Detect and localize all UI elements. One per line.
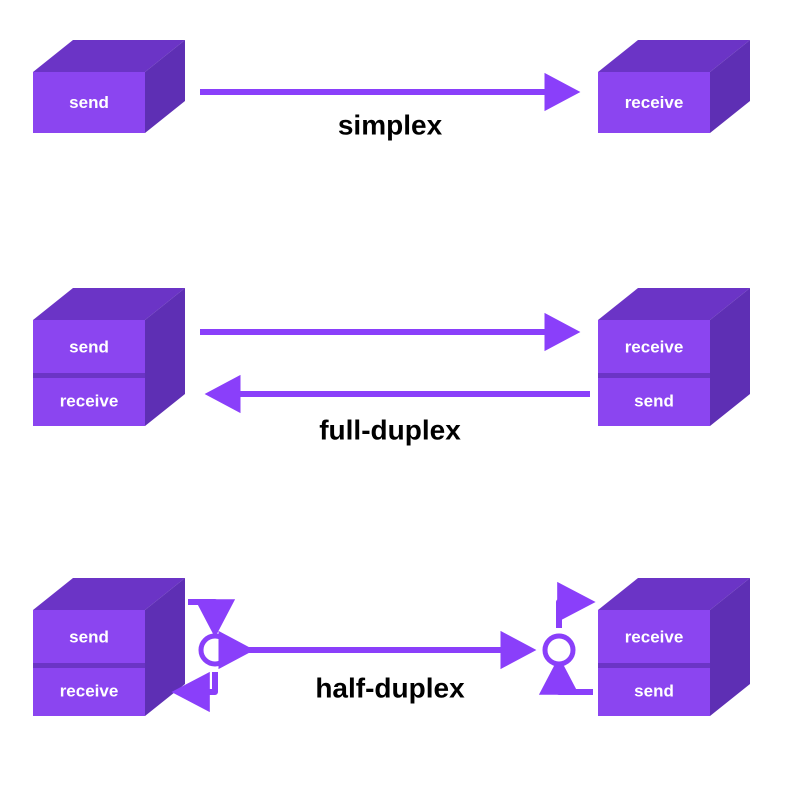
box-top-face [598, 40, 750, 72]
box-face-label-lower: receive [60, 391, 119, 410]
box-face-label-upper: send [69, 627, 109, 646]
halfduplex-left-switch[interactable] [171, 599, 236, 713]
box-front-face-lower [598, 378, 710, 426]
switch-circle-node[interactable] [198, 633, 232, 667]
box-face-label-upper: receive [625, 337, 684, 356]
section-label-half-duplex: half-duplex [315, 672, 465, 703]
box-top-face [598, 288, 750, 320]
box-face-label-upper: send [69, 337, 109, 356]
box-face-label-upper: receive [625, 627, 684, 646]
simplex-left-node[interactable]: send [33, 40, 185, 133]
switch-path-from-send [556, 672, 593, 695]
box-divider [33, 663, 145, 668]
box-face-label: send [69, 93, 109, 112]
box-front-face-lower [598, 668, 710, 716]
box-side-face [145, 288, 185, 426]
box-side-face [710, 578, 750, 716]
switch-path-from-send [188, 599, 236, 638]
box-face-label-lower: receive [60, 681, 119, 700]
box-divider [33, 373, 145, 378]
fullduplex-right-node[interactable]: receive send [598, 288, 750, 426]
halfduplex-right-node[interactable]: receive send [598, 578, 750, 716]
section-label-full-duplex: full-duplex [319, 414, 461, 445]
box-top-face [598, 578, 750, 610]
box-front-face [33, 72, 145, 133]
box-side-face [710, 288, 750, 426]
box-face-label-lower: send [634, 391, 674, 410]
section-half-duplex: send receive receive send hal [33, 578, 750, 716]
box-front-face-upper [598, 320, 710, 373]
box-top-face [33, 578, 185, 610]
box-front-face-upper [598, 610, 710, 663]
switch-path-to-receive [556, 581, 596, 628]
box-divider [598, 663, 710, 668]
box-top-face [33, 40, 185, 72]
section-simplex: send receive simplex [33, 40, 750, 140]
simplex-right-node[interactable]: receive [598, 40, 750, 133]
section-label-simplex: simplex [338, 109, 443, 140]
halfduplex-left-node[interactable]: send receive [33, 578, 185, 716]
box-front-face-upper [33, 610, 145, 663]
box-face-label-lower: send [634, 681, 674, 700]
box-front-face-lower [33, 378, 145, 426]
box-front-face-upper [33, 320, 145, 373]
switch-path-to-receive [171, 671, 218, 713]
section-full-duplex: send receive receive send full-duplex [33, 288, 750, 445]
box-side-face [145, 40, 185, 133]
box-top-face [33, 288, 185, 320]
fullduplex-left-node[interactable]: send receive [33, 288, 185, 426]
box-front-face-lower [33, 668, 145, 716]
box-divider [598, 373, 710, 378]
box-face-label: receive [625, 93, 684, 112]
box-side-face [710, 40, 750, 133]
switch-circle-node[interactable] [542, 633, 576, 667]
box-front-face [598, 72, 710, 133]
halfduplex-right-switch[interactable] [538, 581, 596, 695]
